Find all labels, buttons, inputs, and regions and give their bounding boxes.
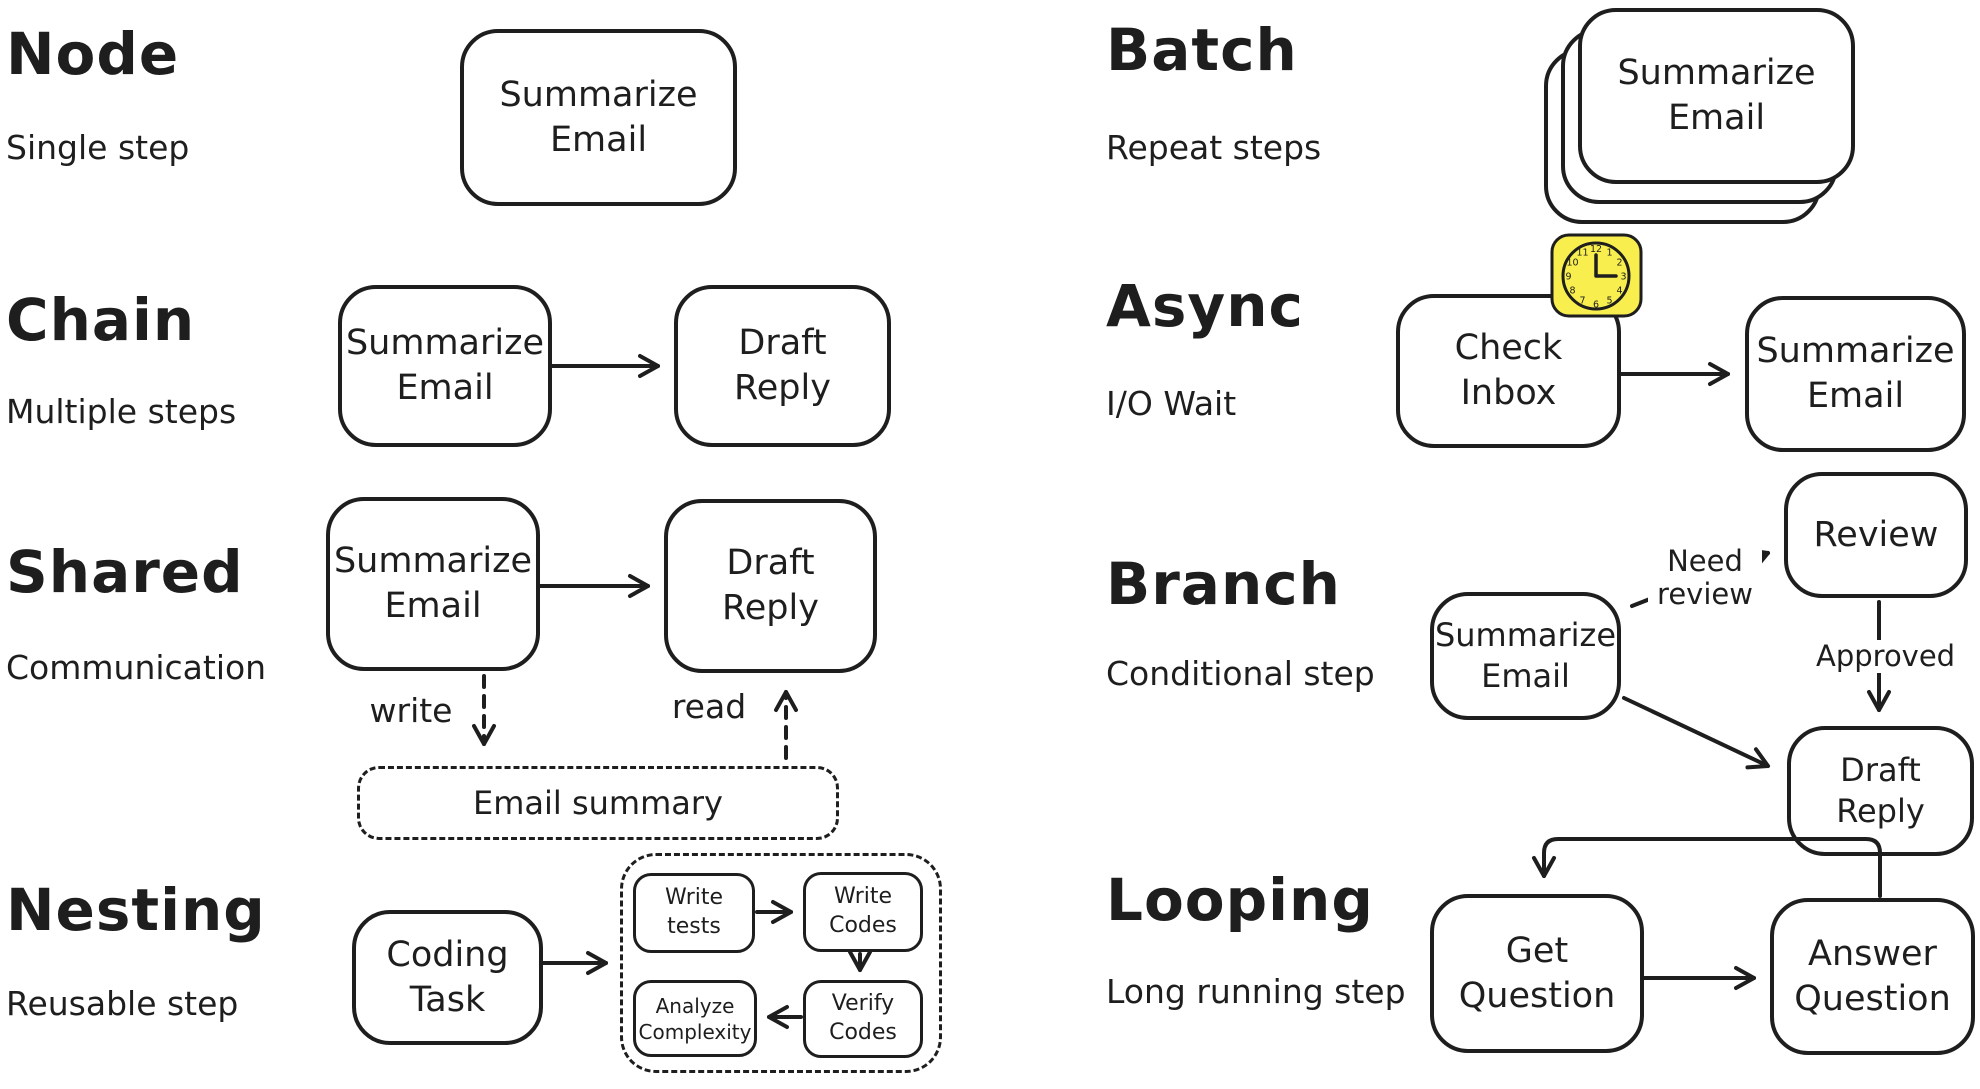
nesting-write-tests-box: Write tests [633,873,755,953]
chain-summarize-email-box: Summarize Email [338,285,552,447]
branch-review-box: Review [1784,472,1968,598]
write-tests-label: Write tests [664,885,724,939]
clock-numeral: 7 [1579,296,1585,307]
section-subtitle-shared: Communication [6,648,267,687]
answer-question-label: Answer Question [1794,933,1951,1019]
clock-numeral: 9 [1565,272,1571,283]
clock-icon-svg: 12 1 2 3 4 5 6 7 8 9 10 11 [1550,233,1643,318]
batch-box-label: Summarize Email [1617,53,1816,138]
looping-get-question-box: Get Question [1430,894,1644,1053]
nesting-subflow-container [620,853,942,1073]
chain-box-label: Draft Reply [734,323,831,408]
async-box-label: Summarize Email [1756,331,1955,416]
clock-numeral: 10 [1566,258,1578,269]
branch-draft-reply-box: Draft Reply [1787,726,1974,856]
clock-numeral: 1 [1606,248,1612,259]
node-summarize-email-box: Summarize Email [460,29,737,206]
get-question-label: Get Question [1458,930,1616,1016]
clock-numeral: 4 [1616,286,1622,297]
section-title-nesting: Nesting [6,876,266,944]
section-subtitle-nesting: Reusable step [6,984,239,1023]
section-subtitle-chain: Multiple steps [6,392,237,431]
section-subtitle-async: I/O Wait [1106,384,1237,423]
section-title-branch: Branch [1106,550,1341,618]
shared-box-label: Draft Reply [722,543,819,628]
read-edge-label: read [650,688,768,726]
coding-task-label: Coding Task [386,934,509,1020]
clock-numeral: 6 [1593,300,1599,311]
shared-box-label: Summarize Email [333,541,533,626]
branch-direct-arrow [1622,696,1770,770]
section-title-chain: Chain [6,286,196,354]
clock-numeral: 12 [1590,244,1602,255]
clock-numeral: 2 [1616,258,1622,269]
nesting-verify-codes-box: Verify Codes [803,980,923,1058]
branch-summarize-email-box: Summarize Email [1430,592,1621,720]
verify-codes-label: Verify Codes [829,991,897,1045]
branch-draft-reply-label: Draft Reply [1836,751,1925,830]
shared-summarize-email-box: Summarize Email [326,497,540,671]
shared-draft-reply-box: Draft Reply [664,499,877,673]
section-title-batch: Batch [1106,16,1298,84]
need-review-edge-label: Need review [1648,544,1762,612]
check-inbox-label: Check Inbox [1454,328,1563,413]
approved-edge-label: Approved [1812,639,1955,674]
clock-numeral: 3 [1620,272,1626,283]
analyze-complexity-label: Analyze Complexity [638,993,752,1044]
nesting-write-codes-box: Write Codes [803,872,923,952]
clock-numeral: 11 [1576,248,1588,259]
nesting-analyze-complexity-box: Analyze Complexity [633,980,757,1057]
node-box-label: Summarize Email [499,74,698,160]
section-title-node: Node [6,20,180,88]
write-edge-label: write [352,692,470,730]
branch-box-label: Summarize Email [1434,616,1617,695]
clock-numeral: 8 [1569,286,1575,297]
chain-box-label: Summarize Email [345,323,545,408]
section-subtitle-looping: Long running step [1106,972,1406,1011]
shared-email-summary-store: Email summary [357,766,839,840]
clock-numeral: 5 [1606,296,1612,307]
looping-answer-question-box: Answer Question [1770,898,1975,1055]
email-summary-label: Email summary [473,783,723,822]
async-check-inbox-box: Check Inbox [1396,294,1621,448]
batch-summarize-email-box: Summarize Email [1578,8,1855,184]
section-title-shared: Shared [6,538,244,606]
section-subtitle-batch: Repeat steps [1106,128,1322,167]
clock-hands [1594,253,1618,278]
section-subtitle-node: Single step [6,128,190,167]
section-title-async: Async [1106,272,1304,340]
write-codes-label: Write Codes [829,884,897,938]
section-subtitle-branch: Conditional step [1106,654,1375,693]
clock-icon: 12 1 2 3 4 5 6 7 8 9 10 11 [1550,233,1643,318]
async-summarize-email-box: Summarize Email [1745,296,1966,452]
section-title-looping: Looping [1106,866,1374,934]
nesting-coding-task-box: Coding Task [352,910,543,1045]
review-label: Review [1813,514,1939,555]
chain-draft-reply-box: Draft Reply [674,285,891,447]
